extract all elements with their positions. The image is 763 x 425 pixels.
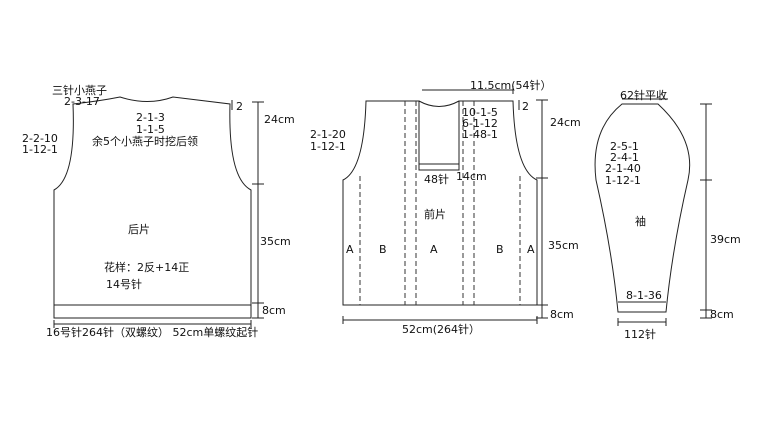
- back-pattern-note: 花样：2反+14正: [104, 260, 189, 274]
- front-neck-depth: 14cm: [456, 170, 487, 183]
- front-column-b-left: B: [379, 243, 387, 256]
- back-armhole-row-2: 1-12-1: [22, 143, 58, 156]
- front-column-b-right: B: [496, 243, 504, 256]
- front-neck-row-1: 10-1-5: [462, 106, 498, 119]
- sleeve-cap-row-2: 2-4-1: [610, 151, 639, 164]
- back-armhole-row-1: 2-2-10: [22, 132, 58, 145]
- sleeve-bottom-stitches: 112针: [624, 327, 656, 341]
- front-title: 前片: [424, 207, 446, 221]
- front-outline: [342, 100, 538, 306]
- front-bottom-width: 52cm(264针）: [402, 322, 480, 336]
- back-three-stitch-label: 三针小燕子: [52, 83, 107, 97]
- back-rib-height: 8cm: [262, 304, 286, 317]
- back-outline: [53, 96, 252, 319]
- front-upper-height: 24cm: [550, 116, 581, 129]
- sleeve-increase-rows: 8-1-36: [626, 289, 662, 302]
- back-three-stitch-rows: 2-3-17: [64, 95, 100, 108]
- front-armhole-row-2: 1-12-1: [310, 140, 346, 153]
- back-shoulder-mark: 2: [236, 100, 243, 113]
- sleeve-length: 39cm: [710, 233, 741, 246]
- front-piece: 11.5cm(54针） 2 10-1-5 6-1-12 1-48-1 2-1-2…: [310, 78, 581, 336]
- front-center-width: 48针: [424, 172, 449, 186]
- front-neck-row-2: 6-1-12: [462, 117, 498, 130]
- front-rib-height: 8cm: [550, 308, 574, 321]
- front-neck-row-3: 1-48-1: [462, 128, 498, 141]
- back-neck-row-2: 1-1-5: [136, 123, 165, 136]
- sleeve-cap-row-1: 2-5-1: [610, 140, 639, 153]
- sleeve-outline: [594, 103, 691, 313]
- back-title: 后片: [128, 223, 150, 236]
- sleeve-top-label: 62针平收: [620, 88, 667, 102]
- sleeve-piece: 62针平收 2-5-1 2-4-1 2-1-40 1-12-1 袖 8-1-36…: [594, 88, 741, 341]
- back-bottom-note: 16号针264针（双螺纹） 52cm单螺纹起针: [46, 325, 258, 339]
- sleeve-cap-row-3: 2-1-40: [605, 162, 641, 175]
- back-neck-note: 余5个小燕子时挖后领: [92, 134, 198, 148]
- front-column-a-right: A: [527, 243, 535, 256]
- front-neck-width: 11.5cm(54针）: [470, 78, 552, 92]
- back-neck-row-1: 2-1-3: [136, 111, 165, 124]
- sleeve-rib-height: 8cm: [710, 308, 734, 321]
- back-upper-height: 24cm: [264, 113, 295, 126]
- back-needle-note: 14号针: [106, 277, 142, 291]
- front-shoulder-mark: 2: [522, 100, 529, 113]
- front-armhole-row-1: 2-1-20: [310, 128, 346, 141]
- sleeve-cap-row-4: 1-12-1: [605, 174, 641, 187]
- back-body-height: 35cm: [260, 235, 291, 248]
- sleeve-title: 袖: [635, 214, 646, 228]
- back-piece: 三针小燕子 2-3-17 2-1-3 1-1-5 2 2-2-10 1-12-1…: [22, 83, 295, 339]
- front-column-a-left: A: [346, 243, 354, 256]
- front-body-height: 35cm: [548, 239, 579, 252]
- front-column-a-center: A: [430, 243, 438, 256]
